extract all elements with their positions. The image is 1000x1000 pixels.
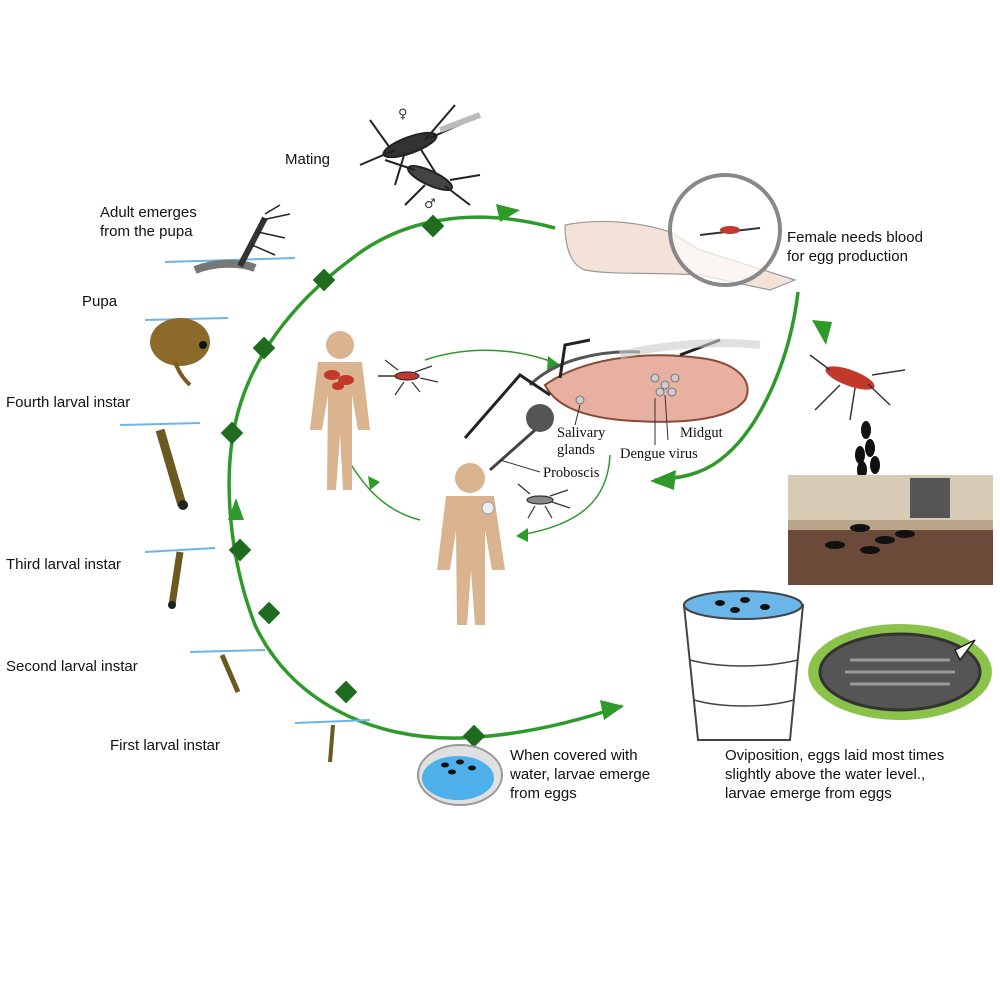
- mating-mosquitoes-icon: [359, 104, 482, 206]
- small-mosquito-icon-1: [384, 359, 439, 396]
- label-dengue-virus: Dengue virus: [620, 446, 698, 462]
- inner-arrow-1: [547, 356, 560, 370]
- label-fourth-instar: Fourth larval instar: [6, 394, 131, 411]
- label-adult-emerges-line1: Adult emerges: [100, 204, 197, 221]
- water-bucket-icon: [682, 590, 805, 741]
- falling-eggs: [855, 421, 880, 479]
- label-eggs-hatch-line3: from eggs: [510, 785, 577, 802]
- male-symbol-icon: ♂: [424, 197, 436, 212]
- label-mating: Mating: [285, 151, 331, 168]
- label-blood-meal-line1: Female needs blood: [787, 229, 923, 246]
- small-mosquito-icon-2: [517, 483, 571, 519]
- fourth-instar-larva-icon: [119, 422, 201, 510]
- pupa-icon: [144, 317, 229, 387]
- mosquito-anatomy-illustration: [463, 338, 761, 473]
- arrow-head-top: [496, 204, 520, 222]
- label-blood-meal-line2: for egg production: [787, 248, 908, 265]
- human-figure-upper: [310, 331, 370, 490]
- arrow-head-to-mosquito: [650, 470, 676, 490]
- label-third-instar: Third larval instar: [6, 556, 122, 573]
- label-oviposition-line2: slightly above the water level.,: [725, 766, 926, 783]
- blood-meal-illustration: [564, 173, 797, 291]
- label-proboscis: Proboscis: [543, 465, 600, 481]
- female-mosquito-icon: [809, 354, 906, 421]
- inner-arrow-2: [516, 528, 528, 542]
- drain-cover-icon: [808, 624, 992, 720]
- label-eggs-hatch-line1: When covered with: [510, 747, 638, 764]
- arrow-head-bottom: [600, 700, 624, 720]
- first-instar-larva-icon: [294, 719, 371, 763]
- label-eggs-hatch-line2: water, larvae emerge: [510, 766, 651, 783]
- label-midgut: Midgut: [680, 425, 723, 441]
- label-adult-emerges-line2: from the pupa: [100, 223, 193, 240]
- stage-markers: [220, 214, 486, 748]
- female-symbol-icon: ♀: [398, 107, 408, 122]
- adult-emerging-icon: [164, 204, 296, 274]
- label-first-instar: First larval instar: [110, 737, 221, 754]
- label-salivary-glands-line1: Salivary: [557, 425, 606, 441]
- arrow-head-left: [228, 498, 244, 520]
- third-instar-larva-icon: [144, 547, 216, 609]
- egg-laying-surface-photo: [788, 475, 993, 585]
- label-second-instar: Second larval instar: [6, 658, 138, 675]
- label-oviposition-line3: larvae emerge from eggs: [725, 785, 892, 802]
- label-oviposition-line1: Oviposition, eggs laid most times: [725, 747, 945, 764]
- human-figure-lower: [437, 463, 505, 625]
- water-dish-icon: [417, 744, 503, 806]
- arrow-head-right-down: [812, 320, 832, 345]
- second-instar-larva-icon: [189, 649, 266, 693]
- label-pupa: Pupa: [82, 293, 118, 310]
- main-cycle-arc: [227, 215, 800, 740]
- label-salivary-glands-line2: glands: [557, 442, 595, 458]
- inner-arrow-3: [368, 476, 380, 490]
